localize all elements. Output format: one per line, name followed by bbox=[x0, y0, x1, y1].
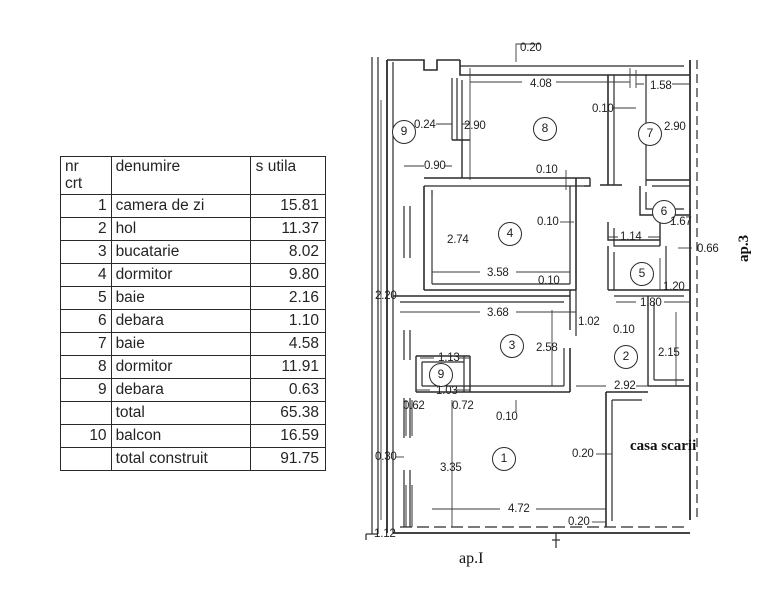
apartment-label-ap3: ap.3 bbox=[736, 234, 752, 262]
dimension-d-020-low: 0.20 bbox=[568, 516, 590, 528]
dimension-d-335: 3.35 bbox=[440, 462, 462, 474]
cell-denumire: dormitor bbox=[110, 262, 251, 287]
cell-nr-crt: 5 bbox=[60, 285, 112, 310]
dimension-d-290-l: 2.90 bbox=[464, 120, 486, 132]
room-marker-r2: 2 bbox=[614, 345, 638, 369]
cell-s-utila: 1.10 bbox=[249, 308, 327, 333]
dimension-d-062: 0.62 bbox=[403, 400, 425, 412]
header-cell-nr-crt: nr crt bbox=[60, 156, 112, 195]
cell-nr-crt: 1 bbox=[60, 193, 112, 218]
dimension-d-292: 2.92 bbox=[614, 380, 636, 392]
room-marker-r1: 1 bbox=[492, 447, 516, 471]
dimension-d-167: 1.67 bbox=[670, 216, 692, 228]
dimension-d-220: 2.20 bbox=[375, 290, 397, 302]
cell-s-utila: 8.02 bbox=[249, 239, 327, 264]
room-marker-r6: 6 bbox=[652, 200, 676, 224]
room-marker-r8: 8 bbox=[533, 117, 557, 141]
dimension-d-010-c: 0.10 bbox=[538, 275, 560, 287]
dimension-d-020-mid: 0.20 bbox=[572, 448, 594, 460]
dimension-d-215: 2.15 bbox=[658, 347, 680, 359]
cell-s-utila: 2.16 bbox=[249, 285, 327, 310]
cell-denumire: bucatarie bbox=[110, 239, 251, 264]
dimension-d-368: 3.68 bbox=[487, 307, 509, 319]
cell-s-utila: 91.75 bbox=[249, 446, 327, 471]
stairwell-label: casa scarii bbox=[630, 438, 697, 454]
dimension-d-114: 1.14 bbox=[620, 231, 642, 243]
dimension-d-158: 1.58 bbox=[650, 80, 672, 92]
dimension-lines bbox=[380, 43, 692, 527]
cell-s-utila: 16.59 bbox=[249, 423, 327, 448]
cell-nr-crt: 3 bbox=[60, 239, 112, 264]
cell-nr-crt: 9 bbox=[60, 377, 112, 402]
cell-nr-crt: 6 bbox=[60, 308, 112, 333]
dimension-d-113: 1.13 bbox=[438, 352, 460, 364]
dimension-d-090: 0.90 bbox=[424, 160, 446, 172]
dimension-d-066: 0.66 bbox=[697, 243, 719, 255]
dimension-d-010-e: 0.10 bbox=[496, 411, 518, 423]
dimension-d-120: 1.20 bbox=[663, 281, 685, 293]
cell-denumire: baie bbox=[110, 331, 251, 356]
cell-denumire: debara bbox=[110, 308, 251, 333]
cell-s-utila: 15.81 bbox=[249, 193, 327, 218]
dimension-d-274: 2.74 bbox=[447, 234, 469, 246]
room-marker-r7: 7 bbox=[638, 122, 662, 146]
dimension-d-024: 0.24 bbox=[414, 119, 436, 131]
dimension-d-472: 4.72 bbox=[508, 503, 530, 515]
dimension-d-072: 0.72 bbox=[452, 400, 474, 412]
cell-s-utila: 11.91 bbox=[249, 354, 327, 379]
cell-nr-crt bbox=[60, 446, 112, 471]
cell-nr-crt: 8 bbox=[60, 354, 112, 379]
cell-denumire: camera de zi bbox=[110, 193, 251, 218]
room-marker-r5: 5 bbox=[630, 262, 654, 286]
table-header-row: nr crt denumire s utila bbox=[60, 156, 327, 195]
cell-s-utila: 4.58 bbox=[249, 331, 327, 356]
apartment-label-ap1: ap.I bbox=[459, 550, 484, 567]
cell-denumire: dormitor bbox=[110, 354, 251, 379]
cell-nr-crt: 4 bbox=[60, 262, 112, 287]
dimension-d-358: 3.58 bbox=[487, 267, 509, 279]
header-nr-line2: crt bbox=[65, 175, 83, 193]
room-marker-r9a: 9 bbox=[392, 120, 416, 144]
cell-denumire: total construit bbox=[110, 446, 251, 471]
room-marker-r9b: 9 bbox=[429, 363, 453, 387]
room-marker-r4: 4 bbox=[498, 222, 522, 246]
dimension-d-102: 1.02 bbox=[578, 316, 600, 328]
dimension-d-top-020: 0.20 bbox=[520, 42, 542, 54]
dimension-d-030: 0.30 bbox=[375, 451, 397, 463]
cell-s-utila: 11.37 bbox=[249, 216, 327, 241]
dimension-d-180: 1.80 bbox=[640, 297, 662, 309]
dimension-d-103: 1.03 bbox=[436, 385, 458, 397]
dimension-d-258: 2.58 bbox=[536, 342, 558, 354]
room-marker-r3: 3 bbox=[500, 334, 524, 358]
dimension-d-290-r: 2.90 bbox=[664, 121, 686, 133]
cell-s-utila: 0.63 bbox=[249, 377, 327, 402]
dimension-d-010-a: 0.10 bbox=[536, 164, 558, 176]
dimension-d-408: 4.08 bbox=[530, 78, 552, 90]
dimension-d-112: 1.12 bbox=[374, 528, 396, 540]
dimension-d-010-d: 0.10 bbox=[613, 324, 635, 336]
header-nr-line1: nr bbox=[65, 158, 79, 175]
dimension-d-010-b: 0.10 bbox=[537, 216, 559, 228]
dimension-d-010-tr: 0.10 bbox=[592, 103, 614, 115]
